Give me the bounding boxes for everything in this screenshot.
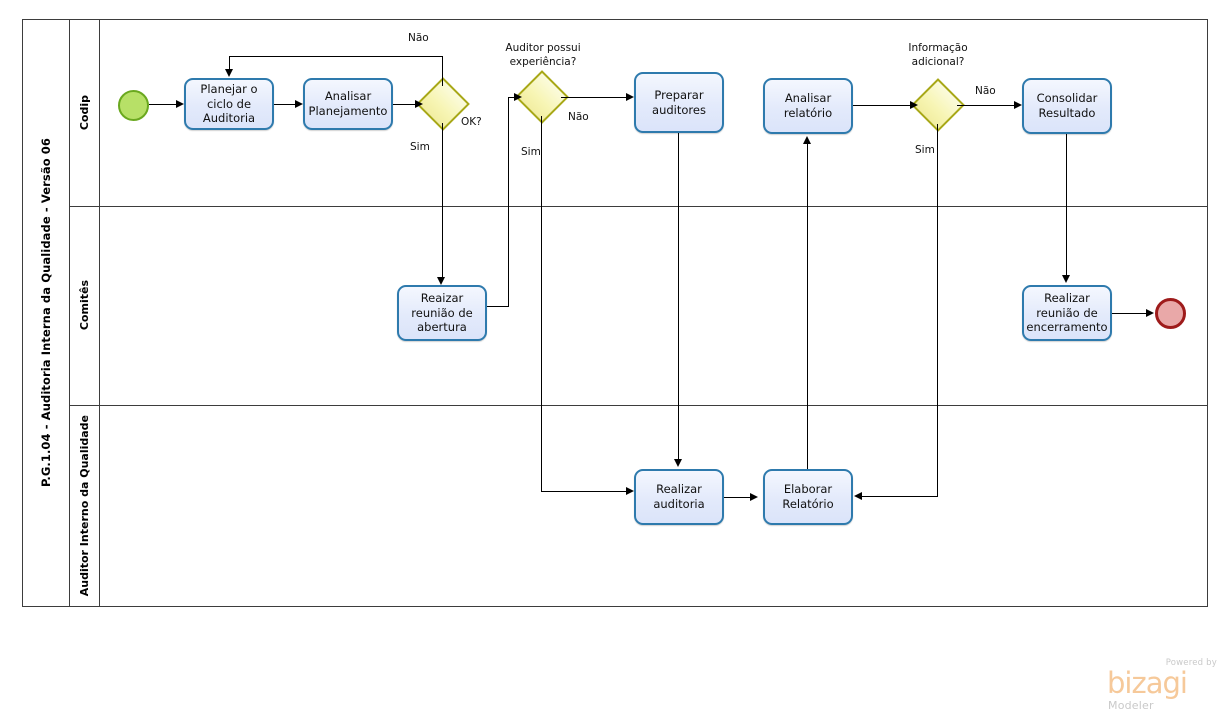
gateway-informacao-adicional[interactable] — [911, 78, 965, 132]
lane-label-codip: Codip — [70, 19, 100, 206]
flow-label-g3-no: Não — [975, 85, 996, 97]
flow-arrow — [514, 93, 522, 101]
watermark-brand: bizagi — [1107, 666, 1188, 700]
task-preparar-auditores[interactable]: Preparar auditores — [634, 72, 724, 133]
flow-elaborar-to-analisar-relatorio — [807, 144, 809, 469]
task-planejar-ciclo-auditoria[interactable]: Planejar o ciclo de Auditoria — [184, 78, 274, 130]
task-analisar-planejamento[interactable]: Analisar Planejamento — [303, 78, 393, 130]
gateway-ok-label: OK? — [461, 116, 482, 128]
pool-title-band: P.G.1.04 - Auditoria Interna da Qualidad… — [22, 19, 70, 607]
watermark-powered-by: Powered by — [1165, 658, 1217, 668]
gateway-auditor-experiencia-label: Auditor possui experiência? — [487, 42, 599, 69]
flow-abertura-to-g2-v — [508, 97, 510, 307]
gateway-auditor-experiencia[interactable] — [515, 70, 569, 124]
flow-arrow — [437, 277, 445, 285]
flow-analisar-to-gateway-ok — [393, 104, 417, 106]
task-realizar-reuniao-abertura[interactable]: Reaizar reunião de abertura — [397, 285, 487, 341]
flow-g2-no-to-preparar — [561, 97, 627, 99]
task-label: Elaborar Relatório — [782, 482, 834, 511]
lane-separator-2 — [70, 405, 1208, 406]
task-label: Realizar auditoria — [653, 482, 705, 511]
flow-label-g2-yes: Sim — [521, 146, 541, 158]
flow-ok-no-up — [442, 56, 444, 86]
task-consolidar-resultado[interactable]: Consolidar Resultado — [1022, 78, 1112, 134]
flow-arrow — [1146, 309, 1154, 317]
flow-g3-no-to-consolidar — [957, 105, 1015, 107]
end-event[interactable] — [1155, 298, 1186, 329]
flow-arrow — [626, 487, 634, 495]
flow-g2-yes-down — [541, 116, 543, 492]
flow-ok-no-down — [229, 56, 231, 70]
gateway-label-text: Auditor possui experiência? — [505, 42, 581, 68]
gateway-informacao-adicional-label: Informação adicional? — [882, 42, 994, 69]
task-realizar-auditoria[interactable]: Realizar auditoria — [634, 469, 724, 525]
gateway-label-text: Informação adicional? — [908, 42, 968, 68]
flow-arrow — [415, 100, 423, 108]
flow-label-ok-no: Não — [408, 32, 429, 44]
flow-start-to-planejar — [149, 104, 177, 106]
flow-g2-yes-right — [541, 491, 627, 493]
task-label: Realizar reunião de encerramento — [1026, 290, 1108, 335]
flow-consolidar-to-encerramento — [1066, 134, 1068, 277]
flow-ok-yes-down — [442, 123, 444, 279]
flow-arrow — [626, 93, 634, 101]
flow-label-g3-yes: Sim — [915, 144, 935, 156]
flow-g3-yes-left — [862, 496, 938, 498]
task-label: Planejar o ciclo de Auditoria — [200, 81, 258, 126]
flow-auditoria-to-elaborar — [724, 497, 751, 499]
flow-preparar-to-auditoria — [678, 133, 680, 461]
task-label: Preparar auditores — [652, 87, 706, 117]
flow-analisar-relatorio-to-g3 — [853, 105, 911, 107]
flow-abertura-to-g2-h1 — [487, 306, 509, 308]
flow-arrow — [176, 100, 184, 108]
flow-encerramento-to-end — [1112, 313, 1147, 315]
flow-arrow — [854, 492, 862, 500]
task-label: Reaizar reunião de abertura — [411, 290, 473, 335]
flow-ok-no-left — [229, 56, 443, 58]
lane-label-comites: Comitês — [70, 206, 100, 405]
flow-g3-yes-down — [937, 124, 939, 497]
task-realizar-reuniao-encerramento[interactable]: Realizar reunião de encerramento — [1022, 285, 1112, 341]
watermark-product: Modeler — [1108, 699, 1154, 712]
pool-title: P.G.1.04 - Auditoria Interna da Qualidad… — [38, 138, 53, 488]
flow-arrow — [750, 493, 758, 501]
task-label: Analisar Planejamento — [308, 89, 388, 118]
lane-label-auditor: Auditor Interno da Qualidade — [70, 405, 100, 607]
lane-label-auditor-text: Auditor Interno da Qualidade — [78, 415, 91, 597]
flow-arrow — [1014, 101, 1022, 109]
bizagi-watermark: Powered by bizagi Modeler — [1107, 658, 1219, 716]
flow-arrow — [910, 101, 918, 109]
flow-arrow — [1062, 275, 1070, 283]
flow-arrow — [674, 459, 682, 467]
lane-label-codip-text: Codip — [78, 94, 91, 131]
task-label: Analisar relatório — [783, 91, 833, 120]
start-event[interactable] — [118, 90, 149, 121]
task-label: Consolidar Resultado — [1036, 91, 1098, 120]
flow-abertura-to-g2-h2 — [508, 97, 516, 99]
flow-arrow — [225, 69, 233, 77]
flow-planejar-to-analisar — [274, 104, 296, 106]
flow-arrow — [803, 136, 811, 144]
gateway-ok[interactable] — [416, 77, 470, 131]
flow-label-ok-yes: Sim — [410, 141, 430, 153]
flow-label-g2-no: Não — [568, 111, 589, 123]
lane-separator-1 — [70, 206, 1208, 207]
task-elaborar-relatorio[interactable]: Elaborar Relatório — [763, 469, 853, 525]
flow-arrow — [295, 100, 303, 108]
task-analisar-relatorio[interactable]: Analisar relatório — [763, 78, 853, 134]
lane-label-comites-text: Comitês — [78, 280, 91, 331]
